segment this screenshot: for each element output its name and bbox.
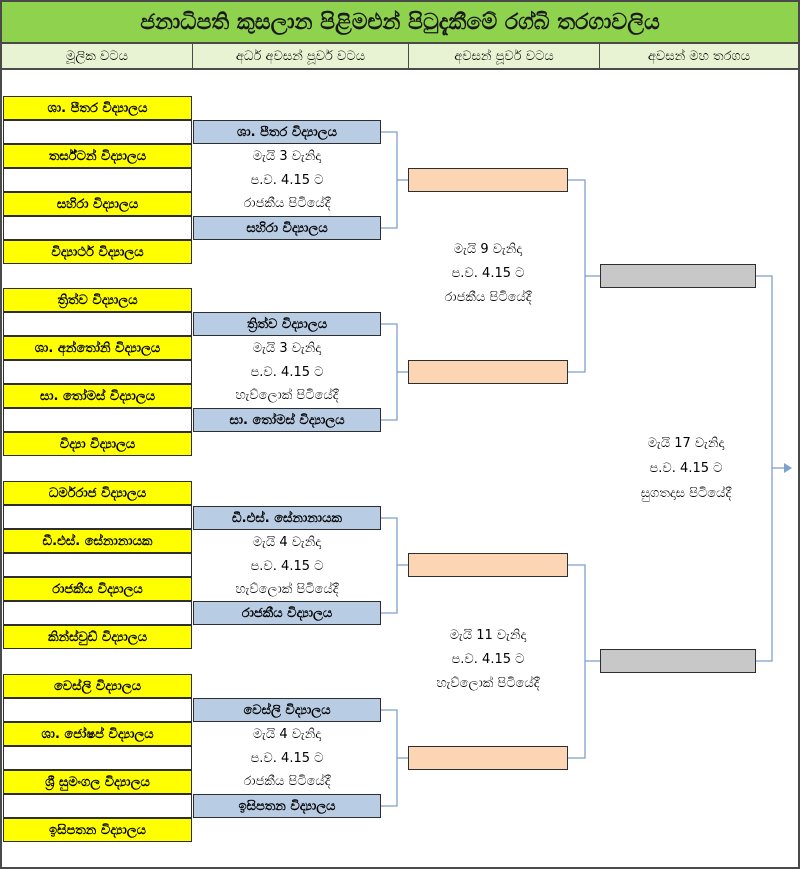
- column-header-quarter-final: අර්ධ අවසන් පූර්ව වටය: [193, 44, 409, 68]
- semi-final-slot: [408, 168, 568, 192]
- team-slot: ධර්මරාජ විද්‍යාලය: [3, 481, 192, 505]
- quarter-final-team: ඩී.එස්. සේනානායක: [193, 506, 381, 530]
- column-header-final: අවසන් මහ තරගය: [647, 48, 751, 64]
- match-info: මැයි 11 වැනිදා ප.ව. 4.15 ට හැව්ලොක් පිටි…: [408, 624, 568, 696]
- match-time: ප.ව. 4.15 ට: [250, 558, 324, 574]
- match-venue: රාජකීය පිටියේදී: [444, 290, 532, 305]
- quarter-final-team: සහිරා විද්‍යාලය: [193, 216, 381, 240]
- empty-slot: [3, 408, 192, 432]
- empty-slot: [3, 168, 192, 192]
- empty-slot: [3, 601, 192, 625]
- finalist-slot: [600, 649, 756, 673]
- connector-line: [381, 323, 398, 421]
- team-slot: තර්ස්ටන් විද්‍යාලය: [3, 144, 192, 168]
- connector-line: [381, 131, 398, 229]
- match-info: මැයි 3 වැනිදා ප.ව. 4.15 ට රාජකීය පිටියේද…: [193, 145, 381, 216]
- quarter-final-team: සා. තෝමස් විද්‍යාලය: [193, 408, 381, 432]
- quarter-final-team: ඉසිපතන විද්‍යාලය: [193, 794, 381, 818]
- match-venue: රාජකීය පිටියේදී: [243, 774, 331, 789]
- match-venue: හැව්ලොක් පිටියේදී: [235, 582, 339, 597]
- match-venue: හැව්ලොක් පිටියේදී: [436, 676, 540, 691]
- match-time: ප.ව. 4.15 ට: [451, 266, 525, 281]
- connector-line: [381, 709, 398, 807]
- quarter-final-team: ශා. පීතර විද්‍යාලය: [193, 120, 381, 144]
- team-slot: ත්‍රිත්ව විද්‍යාලය: [3, 288, 192, 312]
- page-title: ජනාධිපති කුසලාන පිළිමළුන් පිටුදැකීමේ රග්…: [2, 2, 798, 44]
- team-slot: විද්‍යාර්ථ විද්‍යාලය: [3, 240, 192, 264]
- team-slot: ශා. අන්තෝනි විද්‍යාලය: [3, 336, 192, 360]
- column-header-semi-final: අවසන් පූර්ව වටය: [409, 44, 600, 68]
- match-time: ප.ව. 4.15 ට: [250, 172, 324, 188]
- empty-slot: [3, 698, 192, 722]
- finalist-slot: [600, 264, 756, 288]
- empty-slot: [3, 312, 192, 336]
- match-time: ප.ව. 4.15 ට: [451, 652, 525, 667]
- team-slot: ශා. පීතර විද්‍යාලය: [3, 96, 192, 120]
- quarter-final-team: රාජකීය විද්‍යාලය: [193, 601, 381, 625]
- match-date: මැයි 11 වැනිදා: [449, 628, 527, 643]
- match-venue: රාජකීය පිටියේදී: [243, 196, 331, 211]
- match-info: මැයි 3 වැනිදා ප.ව. 4.15 ට හැව්ලොක් පිටිය…: [193, 337, 381, 408]
- empty-slot: [3, 746, 192, 770]
- empty-slot: [3, 794, 192, 818]
- match-date: මැයි 9 වැනිදා: [453, 242, 523, 257]
- team-slot: ඉසිපතන විද්‍යාලය: [3, 818, 192, 842]
- connector-line: [381, 517, 398, 614]
- column-header-row: මූලික වටය අර්ධ අවසන් පූර්ව වටය අවසන් පූර…: [2, 44, 798, 70]
- match-venue: හැව්ලොක් පිටියේදී: [235, 388, 339, 403]
- team-slot: ශ්‍රී සුමංගල විද්‍යාලය: [3, 770, 192, 794]
- semi-final-slot: [408, 553, 568, 577]
- match-time: ප.ව. 4.15 ට: [250, 750, 324, 766]
- team-slot: කින්ස්වුඩ් විද්‍යාලය: [3, 625, 192, 649]
- semi-final-slot: [408, 360, 568, 384]
- team-slot: සහිරා විද්‍යාලය: [3, 192, 192, 216]
- empty-slot: [3, 216, 192, 240]
- column-header-first-round: මූලික වටය: [2, 44, 193, 68]
- match-venue: සුගතදාස පිටියේදී: [640, 486, 732, 501]
- connector-line: [568, 564, 586, 759]
- team-slot: විද්‍යා විද්‍යාලය: [3, 432, 192, 456]
- empty-slot: [3, 505, 192, 529]
- arrow-right-icon: [784, 463, 792, 473]
- team-slot: ඩී.එස්. සේනානායක: [3, 529, 192, 553]
- match-time: ප.ව. 4.15 ට: [250, 364, 324, 380]
- empty-slot: [3, 553, 192, 577]
- empty-slot: [3, 360, 192, 384]
- final-match-info: මැයි 17 වැනිදා ප.ව. 4.15 ට සුගතදාස පිටිය…: [600, 431, 772, 506]
- match-info: මැයි 4 වැනිදා ප.ව. 4.15 ට හැව්ලොක් පිටිය…: [193, 531, 381, 602]
- match-time: ප.ව. 4.15 ට: [649, 461, 723, 476]
- semi-final-slot: [408, 746, 568, 770]
- match-date: මැයි 3 වැනිදා: [252, 341, 322, 356]
- match-info: මැයි 9 වැනිදා ප.ව. 4.15 ට රාජකීය පිටියේද…: [408, 238, 568, 310]
- match-date: මැයි 4 වැනිදා: [252, 535, 322, 550]
- team-slot: ශා. ජෝෂප් විද්‍යාලය: [3, 722, 192, 746]
- quarter-final-team: ත්‍රිත්ව විද්‍යාලය: [193, 312, 381, 336]
- team-slot: සා. තෝමස් විද්‍යාලය: [3, 384, 192, 408]
- connector-line: [568, 179, 586, 373]
- team-slot: රාජකීය විද්‍යාලය: [3, 577, 192, 601]
- empty-slot: [3, 120, 192, 144]
- quarter-final-team: වෙස්ලි විද්‍යාලය: [193, 698, 381, 722]
- match-info: මැයි 4 වැනිදා ප.ව. 4.15 ට රාජකීය පිටියේද…: [193, 723, 381, 794]
- match-date: මැයි 4 වැනිදා: [252, 727, 322, 742]
- match-date: මැයි 3 වැනිදා: [252, 149, 322, 164]
- team-slot: වෙස්ලි විද්‍යාලය: [3, 674, 192, 698]
- match-date: මැයි 17 වැනිදා: [647, 436, 725, 451]
